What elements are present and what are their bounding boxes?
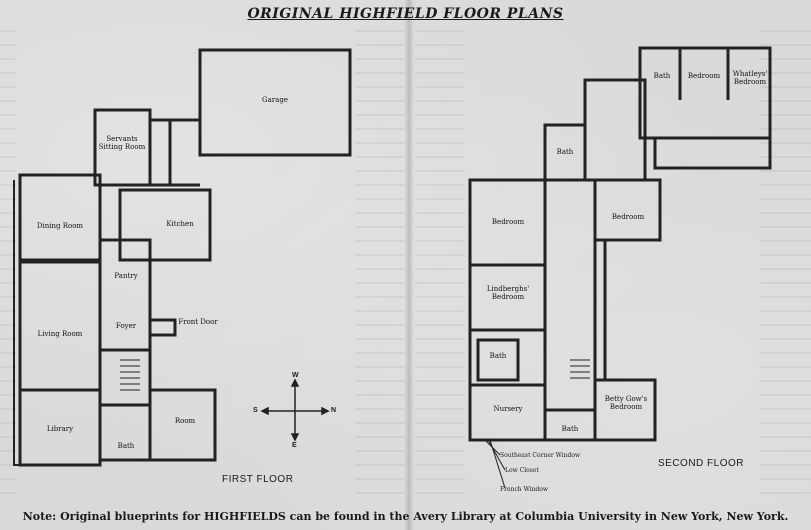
bleed-through-text-center-left <box>355 30 405 500</box>
room-label-bedroom-left: Bedroom <box>491 218 525 226</box>
compass-n: N <box>331 407 337 414</box>
callout-low-closet: Low Closet <box>505 467 539 474</box>
footnote: Note: Original blueprints for HIGHFIELDS… <box>22 510 789 523</box>
room-label-dining: Dining Room <box>36 222 84 230</box>
room-label-bath-top: Bath <box>653 72 671 80</box>
room-label-nursery: Nursery <box>493 405 523 413</box>
second-floor-label: SECOND FLOOR <box>658 458 745 469</box>
room-label-pantry: Pantry <box>114 272 138 280</box>
page-title: ORIGINAL HIGHFIELD FLOOR PLANS <box>247 6 564 22</box>
room-label-foyer: Foyer <box>115 322 137 330</box>
room-label-bedroom-top: Bedroom <box>687 72 721 80</box>
room-label-room: Room <box>174 417 196 425</box>
compass-e: E <box>292 442 297 449</box>
bleed-through-text-center-right <box>415 30 465 500</box>
room-label-bath: Bath <box>117 442 135 450</box>
room-label-garage: Garage <box>262 96 288 104</box>
bleed-through-text-left <box>0 30 16 500</box>
room-label-whatleys: Whatleys' Bedroom <box>732 70 768 86</box>
room-label-front-door: Front Door <box>178 318 218 326</box>
room-label-servants: Servants Sitting Room <box>98 135 146 151</box>
book-fold <box>404 0 414 530</box>
compass-s: S <box>253 407 258 414</box>
room-label-lindberghs: Lindberghs' Bedroom <box>486 285 530 301</box>
callout-french-window: French Window <box>500 486 549 493</box>
room-label-bath-lower: Bath <box>489 352 507 360</box>
callout-southeast-window: Southeast Corner Window <box>500 452 581 459</box>
room-label-library: Library <box>46 425 74 433</box>
first-floor-label: FIRST FLOOR <box>222 474 294 485</box>
room-label-bath-bottom: Bath <box>561 425 579 433</box>
room-label-living: Living Room <box>37 330 83 338</box>
room-label-bedroom-right: Bedroom <box>611 213 645 221</box>
room-label-kitchen: Kitchen <box>166 220 194 228</box>
room-label-bath-mid: Bath <box>556 148 574 156</box>
compass-w: W <box>292 372 299 379</box>
room-label-betty-gow: Betty Gow's Bedroom <box>604 395 648 411</box>
